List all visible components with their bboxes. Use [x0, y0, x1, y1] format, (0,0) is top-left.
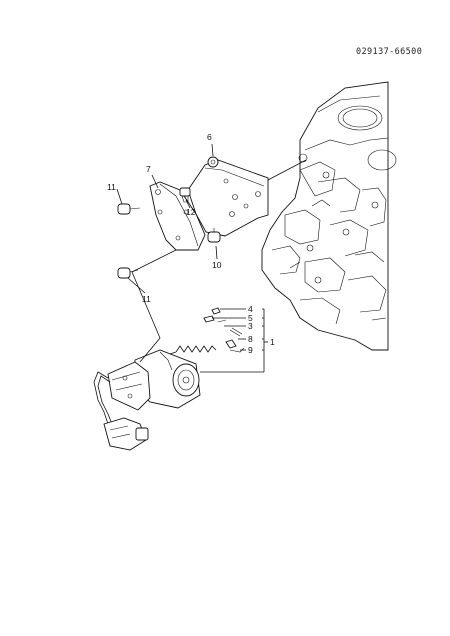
- callout-10: 10: [212, 260, 222, 270]
- callout-12: 12: [186, 207, 196, 217]
- callout-6: 6: [207, 132, 212, 142]
- engine-block: [261, 81, 397, 351]
- bolt-11-upper: [117, 203, 141, 215]
- callout-5: 5: [248, 313, 253, 323]
- electrical-connector: [103, 417, 149, 451]
- bolt-10: [207, 228, 221, 243]
- callout-3: 3: [248, 321, 253, 331]
- callout-9: 9: [248, 345, 253, 355]
- callout-11-lower: 11: [142, 294, 151, 304]
- small-parts: [203, 307, 245, 353]
- callout-4: 4: [248, 304, 253, 314]
- actuator-motor: [107, 349, 201, 411]
- bracket-arm: [149, 181, 206, 251]
- callout-11-upper: 11: [107, 182, 116, 192]
- bolt-12: [179, 187, 191, 203]
- callout-1: 1: [270, 337, 275, 347]
- bracket-plate: [187, 156, 269, 237]
- callout-labels: 6 7 11 12 10 11 4 5 3 8 9 1: [107, 132, 275, 355]
- spring: [175, 345, 217, 353]
- callout-7: 7: [146, 164, 151, 174]
- bolt-11-lower: [117, 267, 139, 279]
- wiring-harness: [93, 371, 113, 425]
- callout-8: 8: [248, 334, 253, 344]
- leader-lines: [116, 143, 307, 373]
- document-number: 029137-66500: [356, 47, 423, 57]
